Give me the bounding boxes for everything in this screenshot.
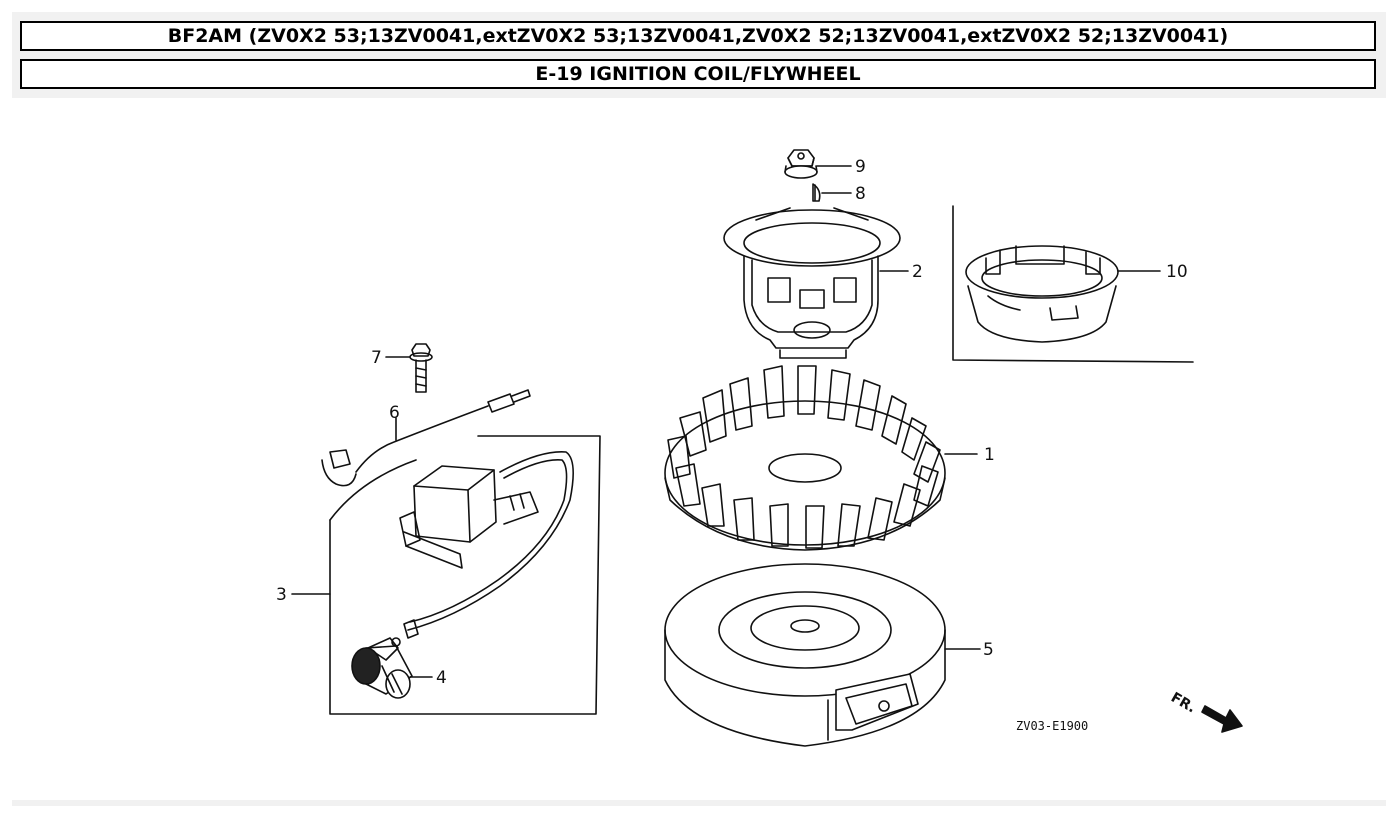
callout-3: 3 [276, 585, 287, 605]
flywheel-part-5 [664, 563, 946, 747]
header-panel: BF2AM (ZV0X2 53;13ZV0041,extZV0X2 53;13Z… [12, 12, 1386, 98]
ground-wire-part-6 [321, 389, 531, 487]
callout-6: 6 [389, 403, 400, 423]
parts-diagram: 1 2 3 4 5 6 7 8 9 10 ZV03-E1900 FR. [276, 149, 1243, 747]
flange-nut-part-9 [784, 149, 818, 179]
callout-10: 10 [1166, 262, 1188, 282]
callout-8: 8 [855, 184, 866, 204]
callout-1: 1 [984, 445, 995, 465]
starter-pulley-part-2 [723, 207, 901, 359]
callout-4: 4 [436, 668, 447, 688]
callout-2: 2 [912, 262, 923, 282]
woodruff-key-part-8 [812, 183, 821, 202]
callout-9: 9 [855, 157, 866, 177]
starter-cup-part-10 [952, 205, 1194, 363]
cooling-fan-part-1 [664, 365, 946, 551]
callout-5: 5 [983, 640, 994, 660]
footer-bar [12, 800, 1386, 806]
model-title: BF2AM (ZV0X2 53;13ZV0041,extZV0X2 53;13Z… [20, 21, 1376, 51]
section-title: E-19 IGNITION COIL/FLYWHEEL [20, 59, 1376, 89]
bolt-part-7 [409, 343, 433, 393]
ignition-coil-group-part-3 [329, 435, 601, 715]
spark-plug-cap-part-4 [351, 637, 413, 699]
front-label: FR. [1168, 690, 1198, 717]
callout-7: 7 [371, 348, 382, 368]
drawing-code: ZV03-E1900 [1016, 719, 1088, 733]
front-direction-arrow [1201, 705, 1243, 733]
